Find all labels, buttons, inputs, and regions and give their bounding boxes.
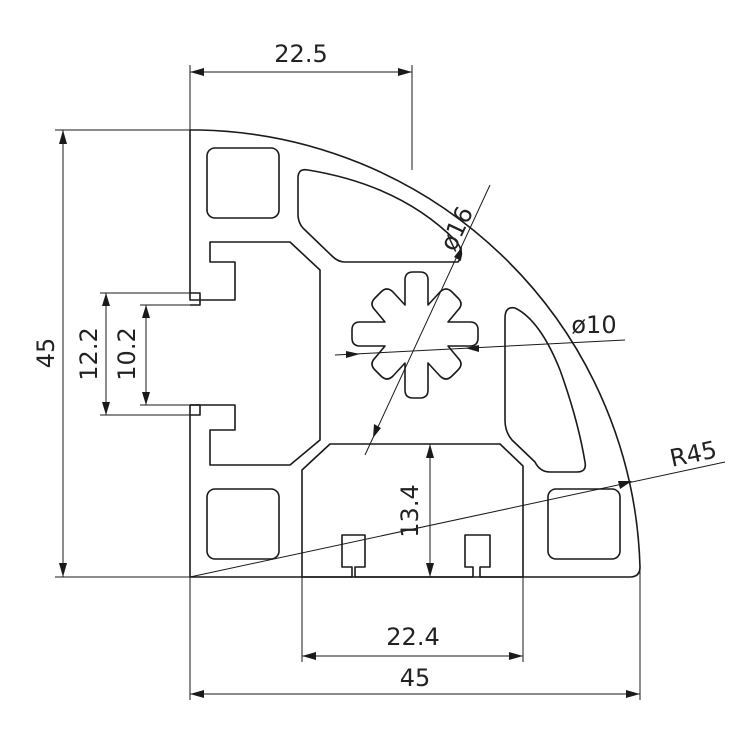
dimension-labels: 22.5 45 12.2 10.2 ø16 ø10 R45 13.4 22.4 … xyxy=(32,40,719,692)
cavity-wedge-right xyxy=(504,306,587,473)
dim-top-width: 22.5 xyxy=(274,40,327,68)
dim-bottom-total: 45 xyxy=(400,664,431,692)
dim-diameter-inner: ø10 xyxy=(571,311,616,339)
cavity-wedge-top xyxy=(297,168,463,263)
dim-slot-inner: 10.2 xyxy=(113,327,141,380)
cavity-bottom-left xyxy=(206,488,280,560)
cavity-bottom xyxy=(301,443,524,578)
dimension-lines xyxy=(55,65,726,700)
dim-slot-outer: 12.2 xyxy=(75,327,103,380)
profile-outline xyxy=(189,129,641,578)
dim-height-total: 45 xyxy=(32,338,60,369)
left-slot xyxy=(190,292,201,306)
cavity-bottom-right xyxy=(547,488,621,560)
dim-bottom-slot-width: 22.4 xyxy=(386,623,439,651)
dim-slot-depth: 13.4 xyxy=(396,484,424,537)
cavity-top-left xyxy=(206,147,280,219)
outer-boundary xyxy=(189,129,641,578)
dim-radius: R45 xyxy=(667,436,719,473)
left-slot-lower xyxy=(190,404,201,416)
center-gear-hole xyxy=(351,271,479,399)
